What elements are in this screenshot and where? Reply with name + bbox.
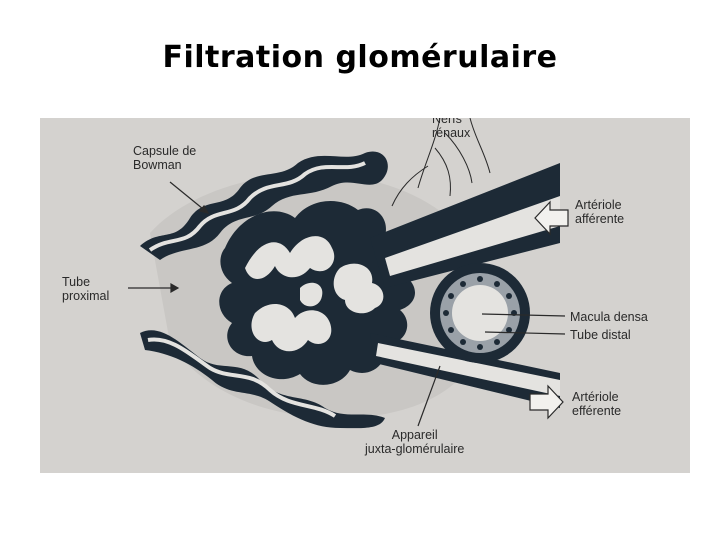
- arrow-afferente-icon: [534, 200, 569, 236]
- label-appareil-line1: Appareil: [391, 428, 438, 442]
- label-arteriole-efferente-line2: efférente: [572, 404, 622, 418]
- label-appareil-line2: juxta-glomérulaire: [365, 442, 465, 456]
- tube-proximal-lumen: [40, 268, 150, 318]
- label-tube-proximal-line1: Tube: [62, 275, 91, 289]
- label-appareil-juxta: Appareil juxta-glomérulaire: [365, 428, 464, 456]
- label-arteriole-afferente-line2: afférente: [575, 212, 625, 226]
- label-tube-proximal-line2: proximal: [62, 289, 110, 303]
- label-capsule-line2: Bowman: [133, 158, 182, 172]
- label-arteriole-afferente-line1: Artériole: [575, 198, 622, 212]
- label-nerfs-renaux: Nerfs rénaux: [432, 118, 470, 140]
- slide-title: Filtration glomérulaire: [162, 40, 558, 75]
- label-macula-densa: Macula densa: [570, 310, 648, 324]
- label-capsule-line1: Capsule de: [133, 144, 197, 158]
- label-tube-distal: Tube distal: [570, 328, 631, 342]
- label-capsule-bowman: Capsule de Bowman: [133, 144, 196, 172]
- label-nerfs-line2: rénaux: [432, 126, 471, 140]
- label-arteriole-efferente: Artériole efférente: [572, 390, 621, 418]
- label-nerfs-line1: Nerfs: [432, 118, 462, 126]
- arrow-efferente-icon: [529, 384, 564, 420]
- label-arteriole-efferente-line1: Artériole: [572, 390, 619, 404]
- nerfs-renaux: [391, 118, 491, 207]
- label-tube-proximal: Tube proximal: [62, 275, 109, 303]
- label-arteriole-afferente: Artériole afférente: [575, 198, 624, 226]
- glomerulus-illustration: [40, 118, 569, 429]
- capsule-wall-upper: [140, 151, 388, 260]
- glomerulus-diagram: Capsule de Bowman Tube proximal Nerfs ré…: [40, 118, 690, 473]
